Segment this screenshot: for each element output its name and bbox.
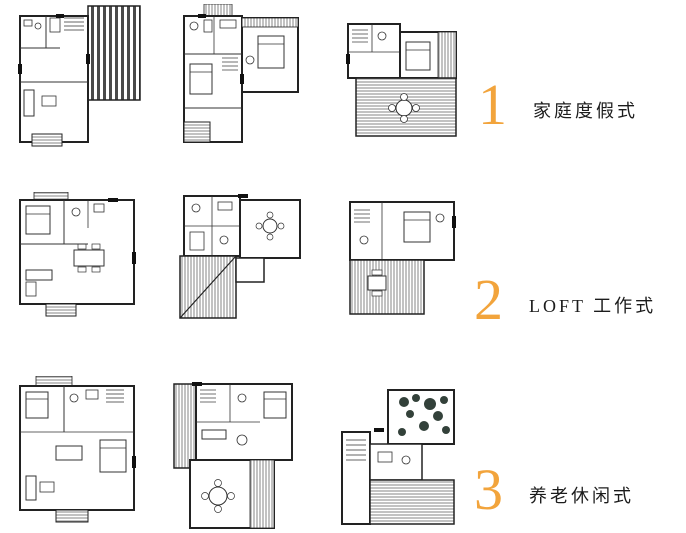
bed-icon	[263, 391, 287, 419]
dining-table-icon	[73, 243, 105, 273]
stair-icon	[354, 209, 370, 223]
bed-icon	[403, 211, 431, 243]
row-label-group-1: 1 家庭度假式	[478, 72, 638, 137]
plants-icon	[398, 394, 450, 436]
row-number-2: 2	[474, 267, 503, 332]
bed-icon	[257, 35, 285, 69]
row-label-group-3: 3 养老休闲式	[474, 457, 634, 522]
stair-icon	[352, 29, 368, 43]
table-chairs-icon	[388, 93, 420, 123]
row-number-1: 1	[478, 72, 507, 137]
floor-plan-row2-unit	[12, 192, 142, 320]
floor-plan-row1-terrace	[342, 18, 462, 146]
floor-plan-row3-upper	[172, 382, 302, 532]
stair-icon	[346, 439, 366, 461]
floor-plan-row2-upper	[178, 192, 306, 324]
floor-plan-row1-upper	[178, 4, 303, 146]
stair-icon	[64, 17, 84, 31]
table-chairs-icon	[255, 211, 285, 241]
table-chairs-icon	[201, 479, 235, 513]
floor-plan-row2-terrace	[342, 196, 462, 322]
row-number-3: 3	[474, 457, 503, 522]
floor-plan-row3-unit	[12, 376, 142, 526]
bed-icon	[405, 41, 431, 71]
deck-hatch-area	[87, 5, 141, 101]
stair-icon	[200, 389, 216, 403]
row-label-text-1: 家庭度假式	[533, 101, 638, 122]
bed-icon	[25, 205, 51, 235]
floor-plan-row1-unit	[12, 4, 142, 150]
bed-icon	[25, 391, 49, 419]
row-label-group-2: 2 LOFT 工作式	[474, 267, 657, 332]
stair-icon	[222, 57, 238, 71]
table-chairs-icon	[367, 269, 387, 297]
stair-icon	[106, 389, 124, 403]
bed-icon	[99, 439, 127, 473]
row-label-text-2: LOFT 工作式	[529, 296, 657, 317]
row-label-text-3: 养老休闲式	[529, 486, 634, 507]
floor-plan-row3-roof	[338, 388, 460, 528]
